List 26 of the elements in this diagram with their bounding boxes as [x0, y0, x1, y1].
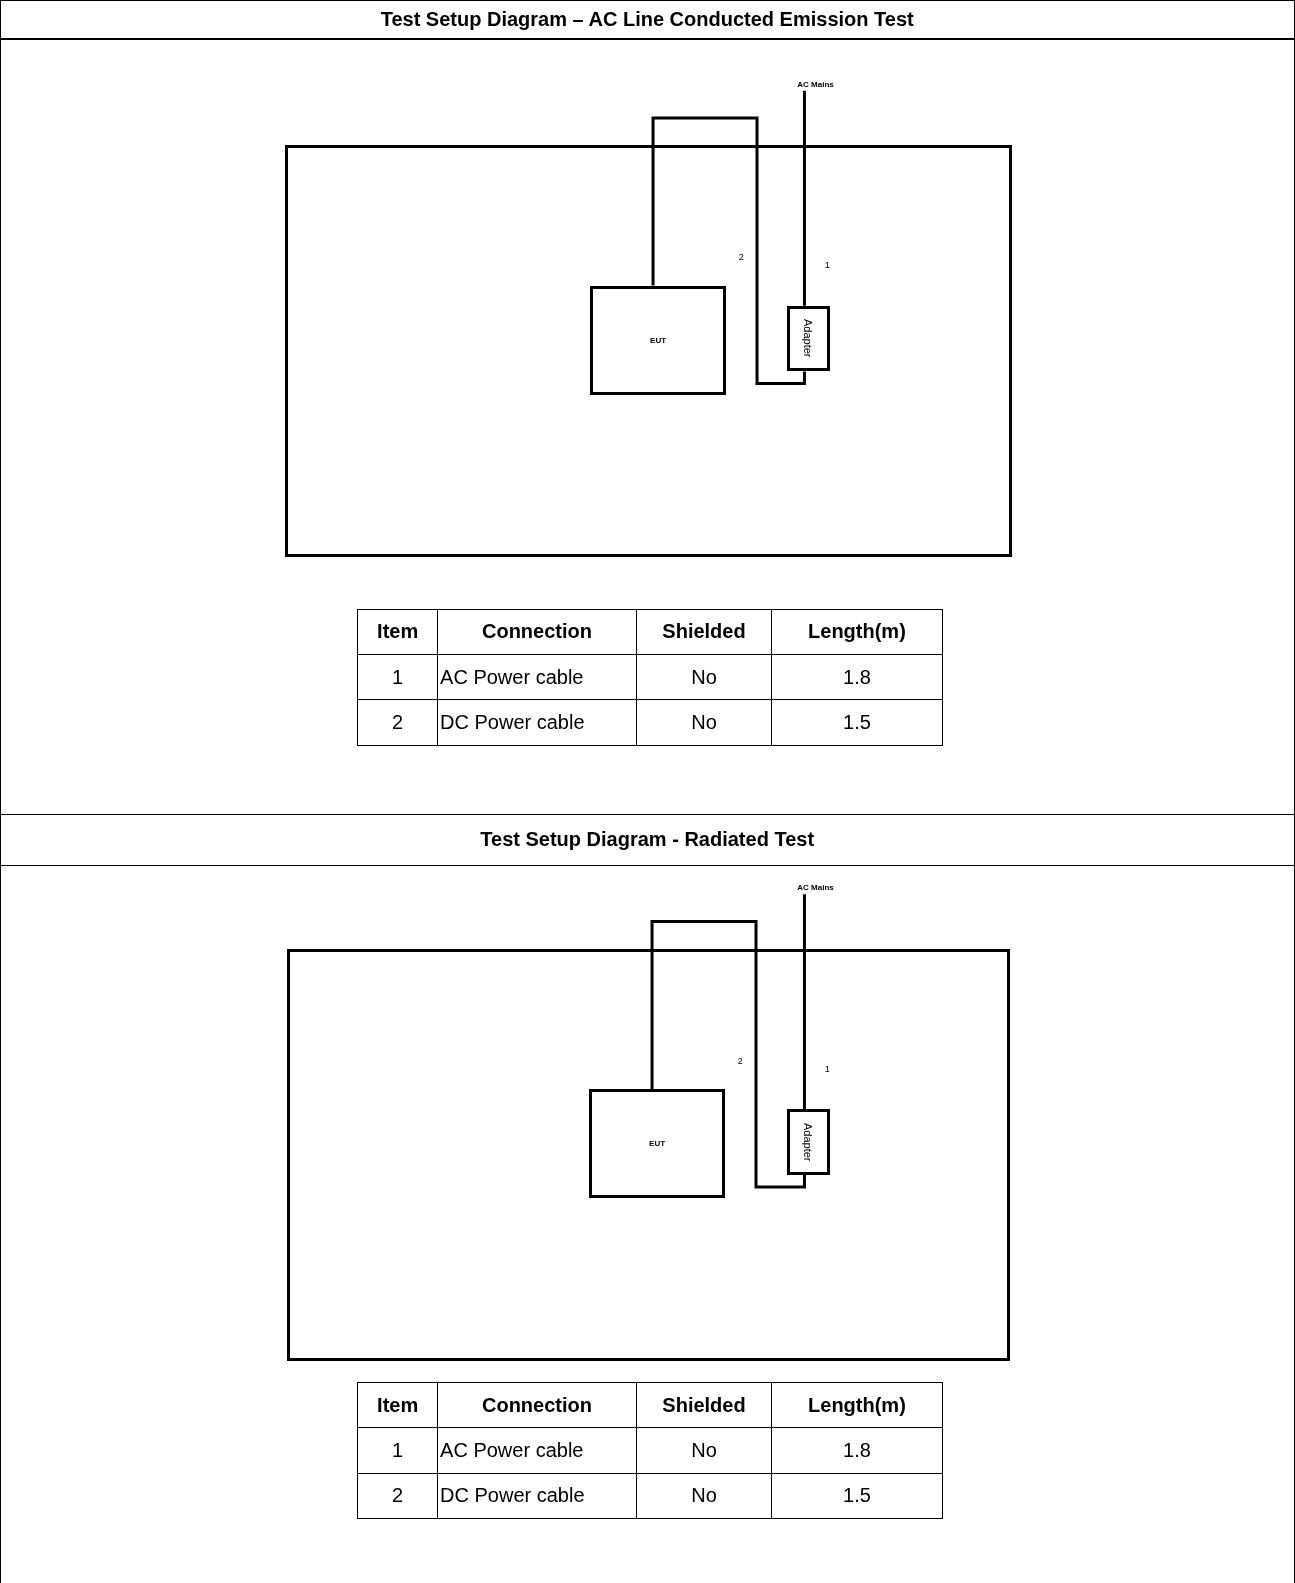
eut-box: EUT: [590, 285, 726, 395]
table-cell: 1.5: [771, 1472, 943, 1520]
cable-line: [651, 116, 806, 386]
mains-text: AC Mains: [791, 77, 840, 91]
table-cell: 2: [357, 1472, 439, 1520]
test-table-outline: [284, 145, 1013, 558]
column-header: Item: [357, 608, 439, 656]
section-heading: Test Setup Diagram – AC Line Conducted Emission Test: [379, 6, 915, 32]
cable-line: [650, 920, 806, 1189]
column-header: Length(m): [771, 1381, 943, 1429]
cable-line: [802, 894, 806, 1110]
column-header: Item: [357, 1381, 439, 1429]
mains-text: AC Mains: [791, 881, 840, 895]
table-cell: 1.5: [771, 699, 943, 746]
cable-line: [802, 90, 806, 306]
column-header: Length(m): [771, 608, 943, 656]
test-table-outline: [286, 948, 1011, 1361]
edge-label: 1: [824, 260, 830, 271]
adapter-box: Adapter: [787, 305, 830, 372]
edge-label: 2: [738, 252, 744, 263]
section-heading: Test Setup Diagram - Radiated Test: [479, 827, 816, 853]
edge-label: 2: [737, 1055, 743, 1066]
edge-label: 1: [824, 1063, 830, 1074]
eut-box: EUT: [589, 1089, 725, 1199]
adapter-box: Adapter: [787, 1109, 830, 1175]
table-cell: 2: [357, 699, 439, 746]
